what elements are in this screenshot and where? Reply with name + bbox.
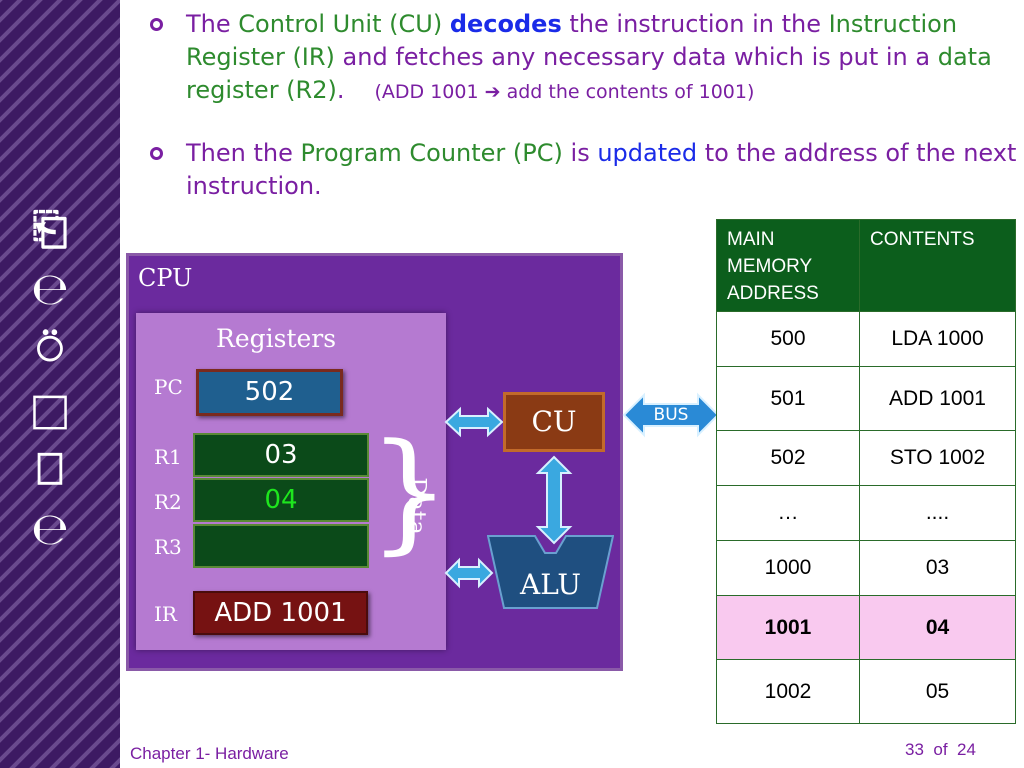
- address-cell: 500: [716, 311, 860, 367]
- term-data-register: data register (R2): [186, 43, 992, 104]
- table-row: … ....: [716, 485, 1016, 541]
- bullet-marker-icon: [150, 18, 163, 31]
- term-updated: updated: [597, 139, 698, 167]
- contents-cell: 03: [859, 540, 1016, 596]
- registers-title: Registers: [216, 324, 337, 353]
- decorative-glyph: □: [29, 384, 71, 435]
- address-cell: 1000: [716, 540, 860, 596]
- cu-alu-arrow-icon: [535, 455, 573, 545]
- r2-label: R2: [154, 490, 182, 514]
- registers-alu-arrow-icon: [444, 557, 494, 589]
- contents-cell: ....: [859, 485, 1016, 541]
- cu-box: CU: [503, 392, 605, 452]
- header-address: MAIN MEMORY ADDRESS: [716, 219, 860, 312]
- table-row: 1002 05: [716, 659, 1016, 724]
- text-fragment: .: [336, 76, 345, 104]
- address-cell: …: [716, 485, 860, 541]
- table-row-highlighted: 1001 04: [716, 595, 1016, 660]
- contents-cell: 04: [859, 595, 1016, 660]
- text-fragment: is: [562, 139, 598, 167]
- bullet-decode: The Control Unit (CU) decodes the instru…: [148, 8, 1018, 109]
- alu-label: ALU: [520, 568, 581, 601]
- decorative-glyph: ⎕: [36, 444, 64, 495]
- text-fragment: the instruction in the: [561, 10, 829, 38]
- text-fragment: Then the: [186, 139, 301, 167]
- decorative-glyph-column: ⎗ ℮ ⍥ □ ⎕ ℮: [0, 200, 100, 560]
- table-row: 500 LDA 1000: [716, 311, 1016, 367]
- page-of: of: [933, 740, 948, 759]
- registers-cu-arrow-icon: [444, 406, 504, 438]
- term-program-counter: Program Counter (PC): [300, 139, 563, 167]
- table-header-row: MAIN MEMORY ADDRESS CONTENTS: [716, 219, 1016, 312]
- table-row: 502 STO 1002: [716, 430, 1016, 486]
- text-fragment: and fetches any necessary data which is …: [334, 43, 938, 71]
- example-note: (ADD 1001 ➔ add the contents of 1001): [374, 81, 755, 103]
- text-fragment: [442, 10, 450, 38]
- decorative-glyph: ℮: [31, 504, 69, 555]
- contents-cell: LDA 1000: [859, 311, 1016, 367]
- address-cell: 1002: [716, 659, 860, 724]
- bullet-list: The Control Unit (CU) decodes the instru…: [148, 8, 1018, 203]
- r3-register: [193, 524, 369, 568]
- pc-register: 502: [196, 369, 343, 416]
- r1-label: R1: [154, 445, 182, 469]
- bullet-marker-icon: [150, 147, 163, 160]
- main-memory-table: MAIN MEMORY ADDRESS CONTENTS 500 LDA 100…: [716, 219, 1016, 724]
- data-label: Data: [402, 477, 431, 535]
- header-contents: CONTENTS: [859, 219, 1016, 312]
- chapter-footer: Chapter 1- Hardware: [130, 744, 289, 763]
- address-cell: 501: [716, 366, 860, 431]
- bus-label: BUS: [653, 405, 689, 425]
- page-total: 24: [957, 740, 976, 759]
- text-fragment: The: [186, 10, 239, 38]
- contents-cell: ADD 1001: [859, 366, 1016, 431]
- cpu-label: CPU: [138, 264, 193, 292]
- term-control-unit: Control Unit (CU): [238, 10, 443, 38]
- table-row: 501 ADD 1001: [716, 366, 1016, 431]
- ir-register: ADD 1001: [193, 591, 368, 635]
- contents-cell: 05: [859, 659, 1016, 724]
- bullet-update-pc: Then the Program Counter (PC) is updated…: [148, 137, 1018, 203]
- page-number: 33 of 24: [905, 740, 976, 760]
- alu-shape: [487, 535, 614, 609]
- r1-register: 03: [193, 433, 369, 477]
- diagonal-pattern: [0, 0, 120, 768]
- ir-label: IR: [154, 602, 177, 626]
- text-fragment: to the address of the next instruction.: [186, 139, 1017, 200]
- data-brace-icon: }: [368, 415, 451, 567]
- decorative-glyph: ℮: [31, 264, 69, 315]
- term-instruction-register: Instruction Register (IR): [186, 10, 958, 71]
- left-decorative-strip: ⎗ ℮ ⍥ □ ⎕ ℮: [0, 0, 120, 768]
- decorative-glyph: ⍥: [36, 324, 64, 375]
- term-decodes: decodes: [449, 10, 562, 38]
- address-cell: 502: [716, 430, 860, 486]
- address-cell: 1001: [716, 595, 860, 660]
- page-current: 33: [905, 740, 924, 759]
- r3-label: R3: [154, 535, 182, 559]
- r2-register: 04: [193, 478, 369, 522]
- decorative-glyph: ⎗: [32, 204, 68, 255]
- table-row: 1000 03: [716, 540, 1016, 596]
- contents-cell: STO 1002: [859, 430, 1016, 486]
- pc-label: PC: [154, 375, 183, 399]
